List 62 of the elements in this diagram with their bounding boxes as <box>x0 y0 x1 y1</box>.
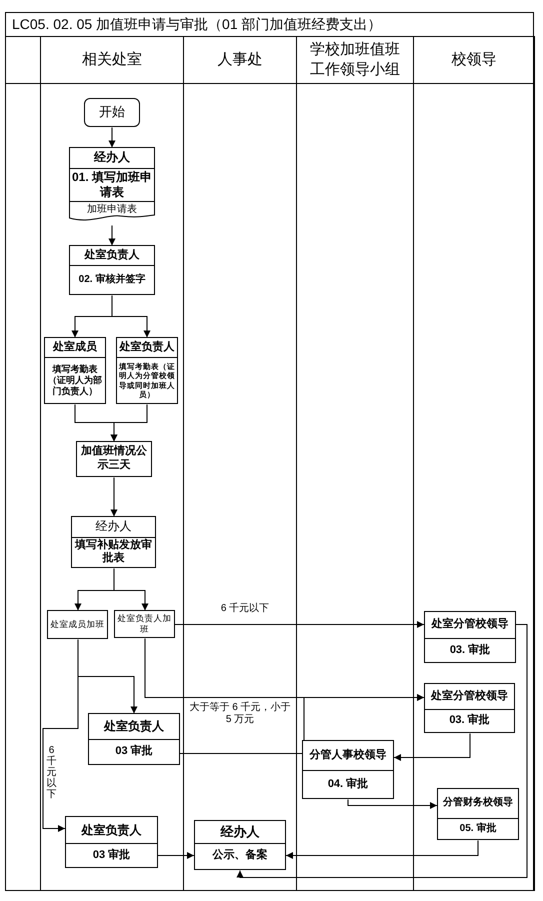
box-heading: 分管财务校领导 <box>437 788 519 820</box>
document-label: 加班申请表 <box>69 201 155 225</box>
box-heading: 处室负责人 <box>65 816 158 844</box>
arrow <box>158 852 194 859</box>
box-text: 加值班情况公示三天 <box>76 441 152 477</box>
process-box <box>69 245 155 295</box>
box-text: 填写考勤表（证明人为部门负责人） <box>44 357 106 404</box>
edge-label: 6千元以下 <box>46 745 57 800</box>
process-box <box>116 337 178 404</box>
arrow <box>174 621 424 628</box>
process-box <box>65 816 158 868</box>
box-text: 01. 填写加班申请表 <box>69 168 155 202</box>
box-heading: 经办人 <box>194 820 286 844</box>
lane-header: 人事处 <box>184 36 296 84</box>
arrow <box>108 127 116 148</box>
swimlane <box>40 36 184 891</box>
box-heading: 处室成员 <box>44 337 106 358</box>
arrow <box>110 477 118 517</box>
box-text: 开始 <box>84 98 140 127</box>
swimlane <box>413 36 535 891</box>
arrow <box>180 694 424 754</box>
box-heading: 处室负责人 <box>116 337 178 358</box>
box-text: 处室负责人加班 <box>114 610 175 638</box>
arrow <box>394 733 470 761</box>
process-box <box>302 740 394 799</box>
box-text: 03 审批 <box>88 739 180 765</box>
arrow <box>108 225 116 246</box>
arrow <box>42 639 78 832</box>
lane-header: 校领导 <box>414 36 534 84</box>
box-text: 03. 审批 <box>424 709 515 733</box>
process-box <box>424 611 516 663</box>
process-box <box>88 713 180 765</box>
arrow <box>236 624 528 878</box>
box-heading: 经办人 <box>71 516 156 538</box>
process-box <box>194 820 286 870</box>
arrow <box>114 568 148 611</box>
box-text: 处室成员加班 <box>47 610 108 639</box>
process-box <box>437 788 519 840</box>
process-box <box>71 516 156 568</box>
box-text: 05. 审批 <box>437 818 519 840</box>
lane-header: 相关处室 <box>41 36 183 84</box>
diagram-title: LC05. 02. 05 加值班申请与审批（01 部门加值班经费支出） <box>6 13 533 37</box>
process-box <box>44 337 106 404</box>
box-heading: 处室负责人 <box>69 245 155 266</box>
box-text: 03 审批 <box>65 843 158 868</box>
arrow <box>112 295 150 338</box>
box-heading: 处室分管校领导 <box>424 611 516 640</box>
box-heading: 经办人 <box>69 147 155 169</box>
lane-header: 学校加班值班工作领导小组 <box>297 36 413 84</box>
box-text: 公示、备案 <box>194 842 286 870</box>
box-text: 03. 审批 <box>424 638 516 663</box>
box-text: 02. 审核并签字 <box>69 264 155 295</box>
box-heading: 处室分管校领导 <box>424 683 515 710</box>
arrow <box>348 799 438 809</box>
box-heading: 处室负责人 <box>88 713 180 740</box>
edge-label: 大于等于 6 千元，小于 5 万元 <box>188 702 292 726</box>
arrow <box>110 404 148 442</box>
box-heading: 分管人事校领导 <box>302 740 394 772</box>
box-text: 04. 审批 <box>302 770 394 799</box>
process-box <box>424 683 515 733</box>
box-text: 填写补贴发放审批表 <box>71 536 156 568</box>
arrow <box>286 840 478 859</box>
